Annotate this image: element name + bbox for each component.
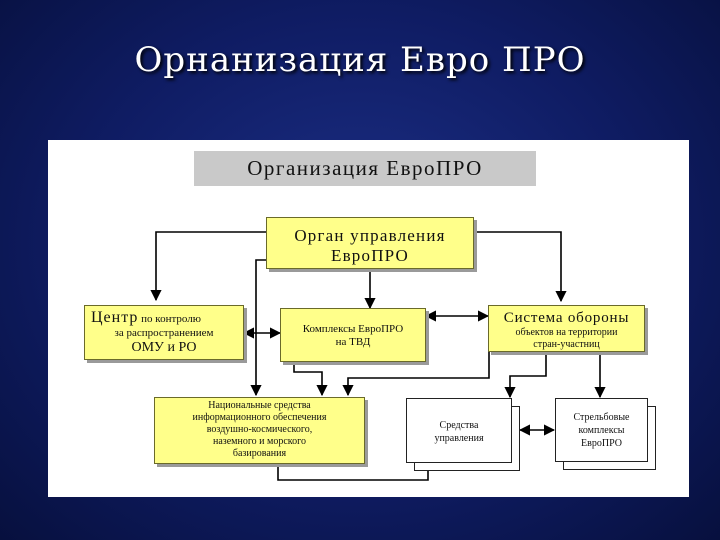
node-defense-system-line2: объектов на территории (515, 327, 618, 339)
node-control-means-line1: Средства (439, 420, 479, 431)
diagram-panel: Организация ЕвроПРО Орган управления Евр… (48, 140, 689, 497)
node-national-means: Национальные средства информационного об… (154, 397, 365, 464)
node-control-means-line2: управления (434, 433, 484, 444)
node-firing-complexes-line1: Стрельбовые (573, 412, 630, 423)
diagram-header: Организация ЕвроПРО (194, 151, 536, 186)
node-national-means-line3: воздушно-космического, (206, 424, 313, 435)
node-defense-system-line3: стран-участниц (533, 338, 600, 350)
node-national-means-line2: информационного обеспечения (192, 412, 327, 423)
node-defense-system: Система обороны объектов на территории с… (488, 305, 645, 352)
connector-defense-to-national (342, 352, 490, 397)
connector-governing-to-defense (474, 231, 567, 303)
node-firing-complexes-line2: комплексы (578, 425, 625, 436)
node-control-center-line3: ОМУ и РО (131, 340, 197, 356)
node-control-center-line2: за распространением (114, 327, 214, 340)
node-firing-complexes: Стрельбовые комплексы ЕвроПРО (555, 398, 648, 462)
node-tbd-complexes-line2: на ТВД (335, 335, 371, 348)
node-control-center-line1-rest: по контролю (141, 313, 201, 325)
connector-defense-to-control (504, 352, 547, 399)
node-governing-body: Орган управления ЕвроПРО (266, 217, 474, 269)
slide-title: Орнанизация Евро ПРО (134, 40, 586, 80)
connector-complexes-to-national-a (293, 362, 328, 397)
node-governing-body-line2: ЕвроПРО (330, 245, 410, 265)
node-governing-body-line1: Орган управления (294, 226, 446, 245)
connector-governing-to-center (150, 231, 266, 302)
node-control-center: Центр по контролю за распространением ОМ… (84, 305, 244, 360)
node-control-center-line1: Центр по контролю (85, 309, 243, 327)
node-tbd-complexes-line1: Комплексы ЕвроПРО (302, 323, 404, 335)
node-tbd-complexes: Комплексы ЕвроПРО на ТВД (280, 308, 426, 362)
connector-bus-left (250, 259, 266, 397)
node-national-means-line5: базирования (232, 448, 287, 459)
node-control-means: Средства управления (406, 398, 512, 463)
node-defense-system-line1: Система обороны (503, 310, 630, 326)
node-national-means-line4: наземного и морского (212, 436, 307, 447)
node-firing-complexes-line3: ЕвроПРО (581, 438, 622, 449)
node-national-means-line1: Национальные средства (208, 400, 311, 411)
node-control-center-big: Центр (91, 309, 139, 326)
